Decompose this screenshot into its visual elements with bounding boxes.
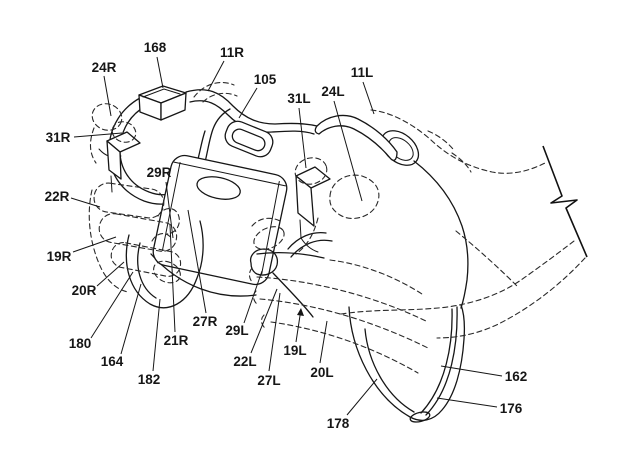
ref-label-182: 182 bbox=[138, 298, 161, 387]
ref-label-178: 178 bbox=[327, 378, 378, 431]
left-grip-outer bbox=[348, 304, 466, 421]
top-surface-outer bbox=[185, 89, 318, 127]
ref-label-31R: 31R bbox=[46, 130, 123, 145]
ref-label-24R: 24R bbox=[92, 60, 117, 117]
battery-pack bbox=[152, 154, 288, 286]
right-grip-inner bbox=[137, 242, 157, 299]
ref-label-176: 176 bbox=[436, 397, 523, 416]
svg-text:19L: 19L bbox=[283, 343, 306, 358]
svg-text:31R: 31R bbox=[46, 130, 71, 145]
ref-label-31L: 31L bbox=[287, 91, 311, 169]
ref-label-20R: 20R bbox=[72, 261, 125, 298]
svg-text:22R: 22R bbox=[45, 189, 70, 204]
svg-text:182: 182 bbox=[138, 372, 161, 387]
svg-text:21R: 21R bbox=[164, 333, 189, 348]
right-palm-edge bbox=[88, 189, 129, 293]
svg-text:24R: 24R bbox=[92, 60, 117, 75]
ref-label-11R: 11R bbox=[207, 45, 244, 92]
ref-label-11L: 11L bbox=[351, 65, 375, 115]
svg-text:164: 164 bbox=[101, 354, 124, 369]
ref-label-22R: 22R bbox=[45, 189, 101, 208]
ref-label-29R: 29R bbox=[147, 165, 174, 239]
left-grip-inner bbox=[364, 328, 415, 413]
right-finger-3 bbox=[110, 242, 182, 277]
ref-label-21R: 21R bbox=[164, 224, 189, 348]
left-hand-top-edge bbox=[370, 109, 546, 174]
svg-text:29R: 29R bbox=[147, 165, 172, 180]
left-thumb bbox=[329, 174, 380, 219]
svg-text:11L: 11L bbox=[351, 65, 374, 80]
svg-text:22L: 22L bbox=[233, 354, 256, 369]
left-thumb-tip bbox=[294, 157, 328, 185]
ref-label-19L: 19L bbox=[283, 308, 307, 358]
svg-text:162: 162 bbox=[505, 369, 528, 384]
right-grip-outer bbox=[125, 220, 204, 309]
left-hand-outline bbox=[248, 109, 586, 374]
svg-text:27L: 27L bbox=[257, 373, 280, 388]
ref-label-22L: 22L bbox=[233, 288, 278, 369]
svg-text:24L: 24L bbox=[321, 84, 344, 99]
left-wrist bbox=[436, 257, 586, 339]
svg-text:27R: 27R bbox=[193, 314, 218, 329]
top-port bbox=[224, 120, 274, 158]
ref-label-168: 168 bbox=[144, 40, 167, 89]
svg-text:105: 105 bbox=[254, 72, 277, 87]
ref-label-20L: 20L bbox=[310, 320, 334, 380]
svg-text:31L: 31L bbox=[287, 91, 310, 106]
svg-text:20R: 20R bbox=[72, 283, 97, 298]
svg-text:20L: 20L bbox=[310, 365, 333, 380]
right-trigger-front bbox=[106, 140, 122, 180]
ref-label-19R: 19R bbox=[47, 236, 117, 264]
svg-text:176: 176 bbox=[500, 401, 523, 416]
left-trigger-front bbox=[295, 175, 315, 227]
left-index-tip bbox=[253, 226, 285, 250]
left-finger-lines bbox=[256, 276, 427, 322]
ref-label-164: 164 bbox=[101, 283, 142, 369]
right-fingertip bbox=[153, 260, 181, 284]
ref-label-105: 105 bbox=[238, 72, 277, 119]
left-palm-bottom bbox=[340, 240, 575, 315]
ref-label-27L: 27L bbox=[257, 292, 281, 388]
left-bumper-band bbox=[314, 114, 398, 162]
svg-text:180: 180 bbox=[69, 336, 92, 351]
ref-label-180: 180 bbox=[69, 271, 134, 351]
svg-text:11R: 11R bbox=[220, 45, 244, 60]
battery-latch bbox=[196, 176, 241, 200]
svg-text:19R: 19R bbox=[47, 249, 72, 264]
grip-tip-button bbox=[409, 411, 431, 423]
svg-text:29L: 29L bbox=[225, 323, 248, 338]
controller-outline bbox=[98, 85, 469, 423]
svg-text:178: 178 bbox=[327, 416, 350, 431]
break-line bbox=[542, 145, 588, 258]
right-finger-1 bbox=[93, 182, 165, 219]
right-bumper-side bbox=[160, 92, 187, 121]
left-edge-tail bbox=[413, 160, 469, 309]
right-hand-outline bbox=[88, 81, 238, 293]
ref-label-24L: 24L bbox=[321, 84, 363, 202]
right-finger-2 bbox=[98, 213, 178, 252]
ref-label-162: 162 bbox=[440, 365, 528, 384]
reference-labels: 168 11R 24R 105 31L 24L 11L 31R 29R 22R 19R 20R 180 1… bbox=[45, 40, 528, 431]
svg-text:168: 168 bbox=[144, 40, 167, 55]
ref-label-27R: 27R bbox=[187, 209, 218, 329]
ref-label-29L: 29L bbox=[225, 270, 263, 338]
